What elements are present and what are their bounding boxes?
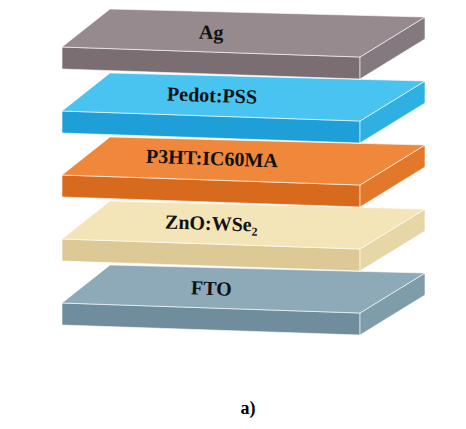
slab-shape [55, 133, 435, 215]
layer-slab: Pedot:PSS [55, 69, 435, 151]
layer-name: P3HT:IC60MA [145, 145, 278, 173]
slab-top [62, 137, 425, 185]
layer-slab: Ag [55, 5, 435, 87]
layer-name: ZnO:WSe₂ [165, 210, 258, 236]
slab-top [62, 73, 425, 121]
slab-shape [55, 261, 435, 343]
slab-top [62, 9, 425, 57]
slab-shape [55, 197, 435, 279]
slab-top [62, 201, 425, 249]
slab-shape [55, 5, 435, 87]
layer-slab: ZnO:WSe₂ [55, 197, 435, 279]
layer-name: Ag [199, 21, 224, 45]
layer-slab: FTO [55, 261, 435, 343]
layer-name: Pedot:PSS [166, 82, 257, 108]
layer-name: FTO [191, 276, 233, 300]
layer-slab: P3HT:IC60MA [55, 133, 435, 215]
figure-caption: a) [241, 398, 256, 419]
slab-shape [55, 69, 435, 151]
slab-top [62, 265, 425, 313]
